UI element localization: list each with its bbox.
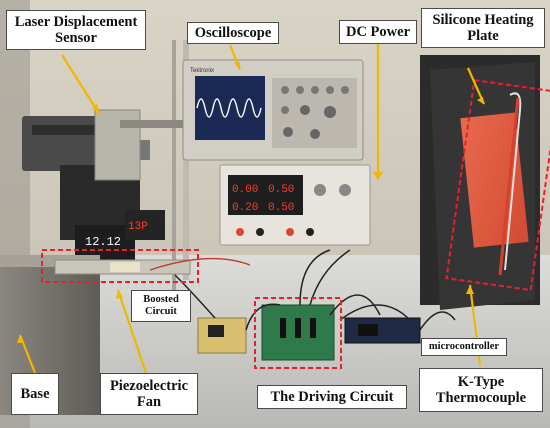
driving-circuit-highlight [254,297,342,369]
label-boosted-circuit: Boosted Circuit [131,290,191,322]
temperature-controller: 12.12 13P [75,210,165,260]
label-piezoelectric-fan: Piezoelectric Fan [100,373,198,415]
power-readout-2: 0.50 [268,184,294,196]
label-heating-line-2: Plate [467,28,499,44]
arrow-heads [17,62,484,343]
label-thermo-line-2: Thermocouple [435,390,527,406]
controller-readout: 12.12 [85,235,121,249]
oscilloscope-brand: Tektronix [190,68,214,74]
label-dc-power: DC Power [339,20,417,44]
label-base: Base [11,373,59,415]
power-readout-1: 0.00 [232,184,258,196]
label-k-type-thermocouple: K-Type Thermocouple [419,368,543,412]
power-readout-3: 0.20 [232,202,258,214]
heating-plate-device [420,55,540,310]
power-readout-4: 0.50 [268,202,294,214]
highlight-boxes [41,78,550,369]
boosted-circuit-board [197,317,247,354]
oscilloscope-device: Tektronix [182,59,364,161]
thermocouple-highlight [445,78,550,292]
label-driving-circuit: The Driving Circuit [257,385,407,409]
driving-circuit-board [261,304,335,361]
label-microcontroller: microcontroller [421,338,507,356]
label-laser-line-2: Sensor [55,30,97,46]
label-boosted-line-2: Circuit [145,306,177,317]
label-thermo-line-1: K-Type [457,373,505,390]
microcontroller-board [344,317,421,344]
fan-highlight [41,249,199,283]
label-piezo-line-1: Piezoelectric [109,377,189,394]
label-laser-displacement-sensor: Laser Displacement Sensor [6,10,146,50]
label-heating-line-1: Silicone Heating [432,11,534,28]
label-laser-line-1: Laser Displacement [14,13,138,30]
controller-readout-2: 13P [128,221,148,233]
label-silicone-heating-plate: Silicone Heating Plate [421,8,545,48]
dc-power-supply: 0.00 0.50 0.20 0.50 [219,164,371,246]
label-boosted-line-1: Boosted [143,294,179,306]
label-oscilloscope: Oscilloscope [187,22,279,44]
label-piezo-line-2: Fan [136,394,162,410]
oscilloscope-waveform [196,98,262,118]
